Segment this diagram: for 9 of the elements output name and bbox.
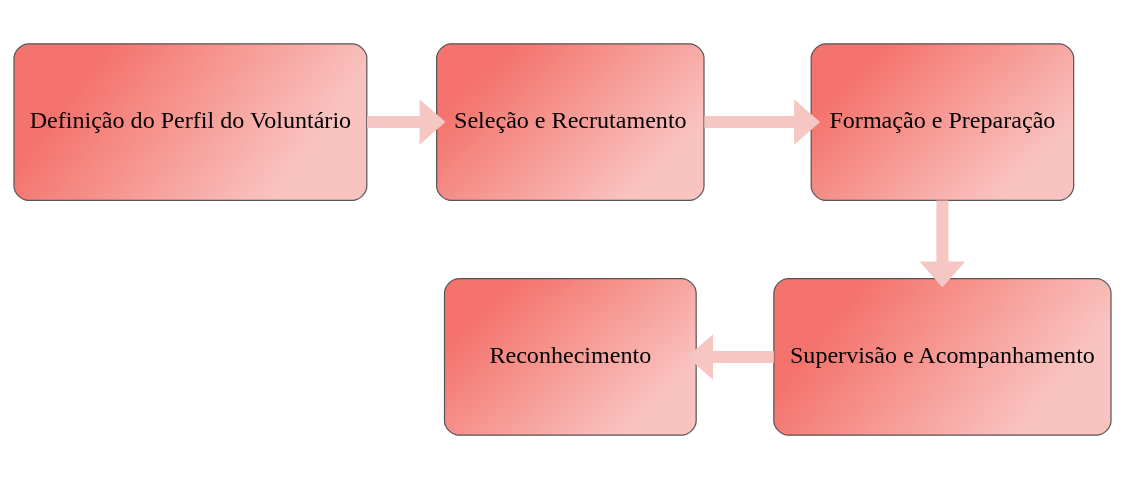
- node-box: Seleção e Recrutamento: [436, 43, 705, 201]
- node-box: Formação e Preparação: [810, 43, 1075, 201]
- node-box: Supervisão e Acompanhamento: [773, 278, 1112, 436]
- arrow: [704, 99, 821, 145]
- arrow: [919, 200, 966, 288]
- node-box: Reconhecimento: [443, 278, 697, 436]
- arrow: [367, 99, 446, 145]
- arrow: [687, 334, 774, 380]
- node-box: Definição do Perfil do Voluntário: [13, 43, 368, 201]
